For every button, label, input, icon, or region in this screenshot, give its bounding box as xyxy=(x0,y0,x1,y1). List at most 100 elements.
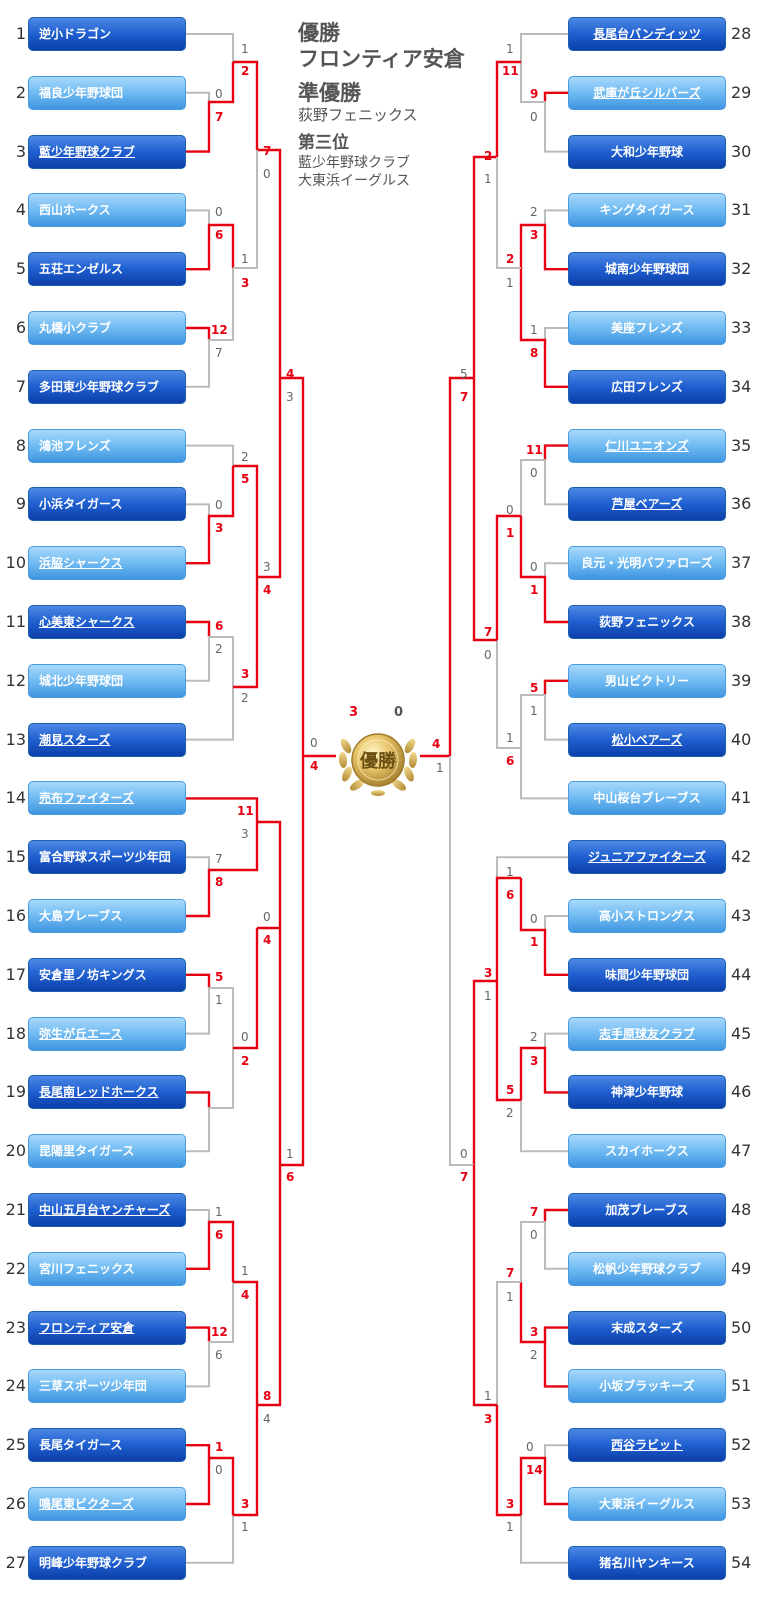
match-score: 6 xyxy=(506,754,515,768)
match-score: 0 xyxy=(215,498,223,512)
match-score: 0 xyxy=(263,167,271,181)
team-button-left-27[interactable]: 明峰少年野球クラブ xyxy=(28,1545,186,1580)
bracket-line-win xyxy=(519,1046,568,1100)
bracket-line-win xyxy=(519,223,568,271)
team-button-left-6[interactable]: 丸橋小クラブ xyxy=(28,311,186,345)
team-button-left-9[interactable]: 小浜タイガース xyxy=(28,487,186,522)
seed-number: 41 xyxy=(731,788,752,808)
match-score: 5 xyxy=(530,681,539,695)
team-button-left-20[interactable]: 昆陽里タイガース xyxy=(28,1134,186,1169)
team-button-left-22[interactable]: 宮川フェニックス xyxy=(28,1251,186,1286)
team-button-right-46[interactable]: 神津少年野球 xyxy=(568,1075,726,1110)
team-button-left-24[interactable]: 三草スポーツ少年団 xyxy=(28,1369,186,1404)
team-button-right-41[interactable]: 中山桜台ブレーブス xyxy=(568,781,726,816)
bracket-line-win xyxy=(257,378,282,579)
results-panel: 優勝 フロンティア安倉 準優勝 荻野フェニックス 第三位 藍少年野球クラブ 大東… xyxy=(298,20,465,190)
bracket-line xyxy=(186,33,234,62)
team-button-right-40[interactable]: 松小ベアーズ xyxy=(568,722,726,757)
team-button-left-19[interactable]: 長尾南レッドホークス xyxy=(28,1075,186,1110)
seed-number: 7 xyxy=(15,376,26,396)
seed-number: 17 xyxy=(5,964,26,984)
bracket-line-win xyxy=(233,928,259,1050)
match-score: 0 xyxy=(241,1030,249,1044)
team-button-right-47[interactable]: スカイホークス xyxy=(568,1134,726,1169)
match-score: 1 xyxy=(506,731,514,745)
team-button-left-26[interactable]: 鳴尾東ビクターズ xyxy=(28,1487,186,1521)
team-button-left-18[interactable]: 弥生が丘エース xyxy=(28,1016,186,1051)
match-score: 3 xyxy=(263,560,271,574)
team-button-right-45[interactable]: 志手原球友クラブ xyxy=(568,1016,726,1051)
team-button-right-52[interactable]: 西谷ラビット xyxy=(568,1428,726,1463)
team-button-right-51[interactable]: 小坂ブラッキーズ xyxy=(568,1369,726,1404)
team-button-right-39[interactable]: 男山ビクトリー xyxy=(568,663,726,698)
team-button-left-13[interactable]: 潮見スターズ xyxy=(28,722,186,757)
match-score: 1 xyxy=(506,1290,514,1304)
match-score: 1 xyxy=(484,172,492,186)
bracket-line-win xyxy=(448,376,474,756)
bracket-line xyxy=(496,157,521,269)
team-button-left-16[interactable]: 大島ブレーブス xyxy=(28,899,186,933)
team-button-left-23[interactable]: フロンティア安倉 xyxy=(28,1310,186,1345)
bracket-line-win xyxy=(186,466,235,565)
team-button-right-50[interactable]: 末成スターズ xyxy=(568,1310,726,1345)
bracket-line xyxy=(544,562,568,577)
team-button-left-7[interactable]: 多田東少年野球クラブ xyxy=(28,369,186,404)
team-button-left-14[interactable]: 売布ファイターズ xyxy=(28,781,186,816)
team-button-left-8[interactable]: 鴻池フレンズ xyxy=(28,428,186,463)
team-button-right-34[interactable]: 広田フレンズ xyxy=(568,369,726,404)
bracket-line xyxy=(186,1515,234,1564)
bracket-line-win xyxy=(257,926,282,1165)
team-button-left-3[interactable]: 藍少年野球クラブ xyxy=(28,134,186,169)
team-button-left-17[interactable]: 安倉里ノ坊キングス xyxy=(28,957,186,992)
bracket-line-win xyxy=(186,1220,235,1282)
match-score: 3 xyxy=(241,1497,250,1511)
match-score: 2 xyxy=(215,642,223,656)
match-score: 2 xyxy=(530,1348,538,1362)
team-button-left-10[interactable]: 浜脇シャークス xyxy=(28,546,186,581)
match-score: 3 xyxy=(506,1497,515,1511)
seed-number: 21 xyxy=(5,1200,26,1219)
team-button-right-49[interactable]: 松帆少年野球クラブ xyxy=(568,1251,726,1286)
team-button-right-32[interactable]: 城南少年野球団 xyxy=(568,252,726,287)
team-button-left-25[interactable]: 長尾タイガース xyxy=(28,1428,186,1463)
team-button-right-48[interactable]: 加茂ブレーブス xyxy=(568,1193,726,1227)
team-button-left-12[interactable]: 城北少年野球団 xyxy=(28,663,186,698)
match-score: 3 xyxy=(241,667,250,681)
team-button-right-28[interactable]: 長尾台バンディッツ xyxy=(568,17,726,51)
team-button-right-42[interactable]: ジュニアファイターズ xyxy=(568,840,726,875)
team-button-left-2[interactable]: 福良少年野球団 xyxy=(28,75,186,110)
team-button-right-31[interactable]: キングタイガース xyxy=(568,193,726,228)
team-button-left-4[interactable]: 西山ホークス xyxy=(28,193,186,228)
team-button-right-53[interactable]: 大東浜イーグルス xyxy=(568,1487,726,1521)
team-button-right-43[interactable]: 高小ストロングス xyxy=(568,899,726,933)
team-button-right-44[interactable]: 味間少年野球団 xyxy=(568,957,726,992)
team-button-left-15[interactable]: 富合野球スポーツ少年団 xyxy=(28,840,186,875)
bracket-line xyxy=(520,748,568,800)
match-score: 0 xyxy=(215,205,223,219)
runner-up-label: 準優勝 xyxy=(298,81,361,105)
seed-number: 52 xyxy=(731,1435,752,1455)
match-score: 1 xyxy=(215,1440,224,1454)
team-button-right-38[interactable]: 荻野フェニックス xyxy=(568,605,726,639)
match-score: 2 xyxy=(530,205,538,219)
bracket-line xyxy=(520,459,568,516)
bracket-line-win xyxy=(543,91,568,102)
team-button-right-29[interactable]: 武庫が丘シルバーズ xyxy=(568,75,726,110)
match-score: 1 xyxy=(506,526,515,540)
bracket-line-win xyxy=(519,268,568,388)
team-button-right-35[interactable]: 仁川ユニオンズ xyxy=(568,428,726,463)
match-score: 8 xyxy=(530,346,539,360)
team-button-left-11[interactable]: 心美東シャークス xyxy=(28,605,186,639)
team-button-left-5[interactable]: 五荘エンゼルス xyxy=(28,252,186,287)
bracket-line-win xyxy=(186,620,211,637)
team-button-right-37[interactable]: 良元・光明バファローズ xyxy=(568,546,726,581)
team-button-right-36[interactable]: 芦屋ベアーズ xyxy=(568,487,726,522)
match-score: 3 xyxy=(241,827,249,841)
team-button-left-1[interactable]: 逆小ドラゴン xyxy=(28,17,186,51)
team-button-right-30[interactable]: 大和少年野球 xyxy=(568,134,726,169)
team-button-right-33[interactable]: 美座フレンズ xyxy=(568,311,726,345)
team-button-left-21[interactable]: 中山五月台ヤンチャーズ xyxy=(28,1193,186,1227)
bracket-line-win xyxy=(186,1456,235,1515)
bracket-line-win xyxy=(280,756,305,1167)
team-button-right-54[interactable]: 猪名川ヤンキース xyxy=(568,1545,726,1580)
